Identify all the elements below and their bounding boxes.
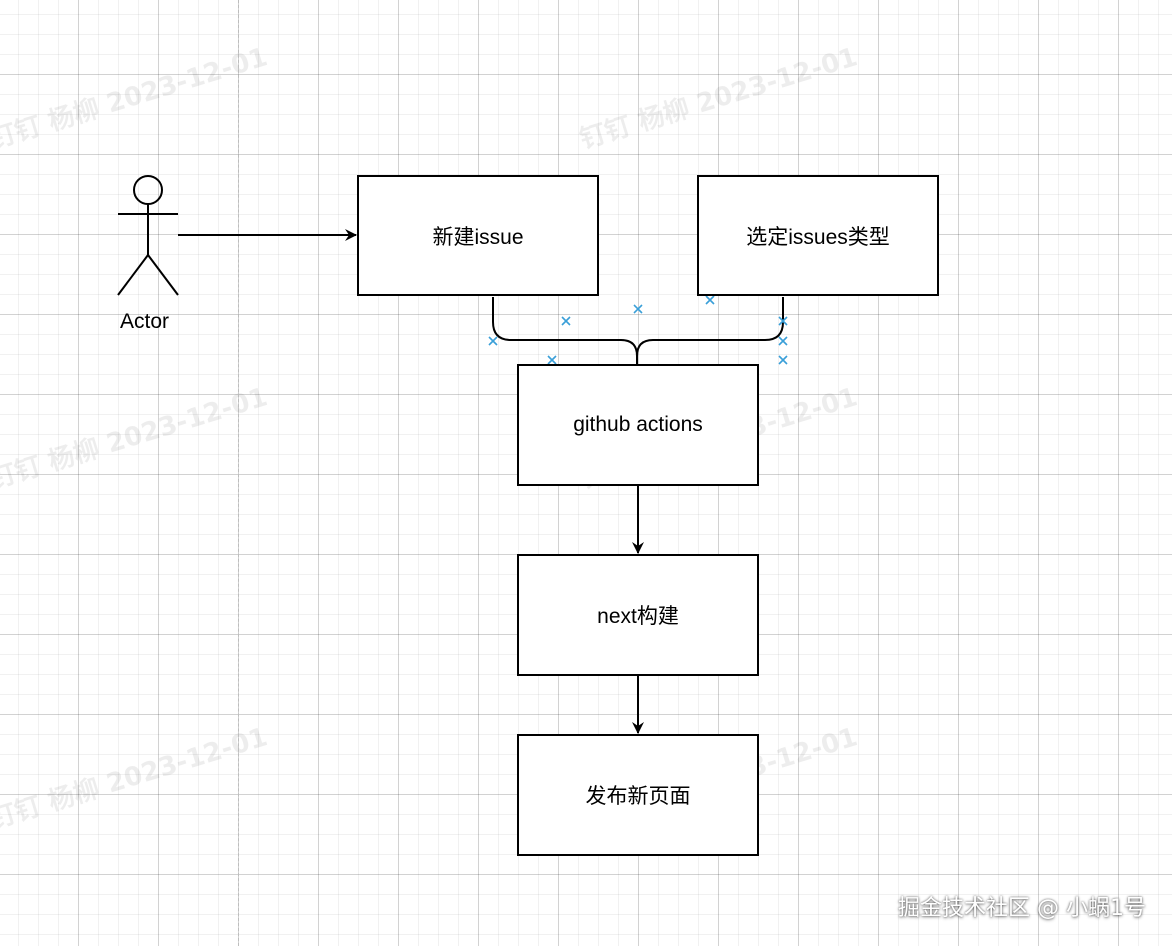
actor-left-leg: [117, 254, 149, 296]
actor-label: Actor: [120, 310, 170, 333]
node-label: 新建issue: [432, 225, 524, 249]
node-publish-page[interactable]: 发布新页面: [517, 734, 759, 856]
connection-point: [633, 304, 643, 314]
connection-point: [561, 316, 571, 326]
node-new-issue[interactable]: 新建issue: [357, 175, 599, 296]
node-label: github actions: [573, 413, 703, 436]
node-github-actions[interactable]: github actions: [517, 364, 759, 486]
actor-head: [133, 175, 163, 205]
connection-point: [488, 336, 498, 346]
connection-point: [778, 355, 788, 365]
node-label: 发布新页面: [585, 785, 691, 808]
connection-point: [547, 355, 557, 365]
connection-point: [778, 316, 788, 326]
actor-figure[interactable]: [117, 175, 179, 296]
source-credit: 掘金技术社区 @ 小蜗1号: [898, 896, 1146, 921]
node-select-issue-type[interactable]: 选定issues类型: [697, 175, 939, 296]
edge-brace-merge[interactable]: [492, 297, 784, 357]
actor-right-leg: [147, 254, 179, 296]
node-label: next构建: [597, 605, 679, 628]
node-label: 选定issues类型: [746, 225, 890, 249]
node-next-build[interactable]: next构建: [517, 554, 759, 676]
swimlane-divider: [238, 0, 239, 946]
connection-point: [705, 295, 715, 305]
connection-point: [778, 336, 788, 346]
